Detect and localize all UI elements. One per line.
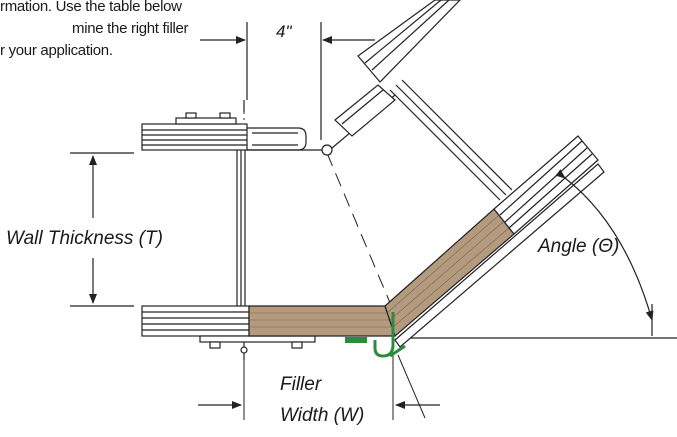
wall-thickness-label: Wall Thickness (T) — [6, 228, 163, 249]
filler-label-line1: Filler — [280, 374, 322, 395]
angled-wall-panel — [334, 0, 605, 348]
filler-angled — [384, 208, 515, 338]
wall-thickness-dimension — [70, 152, 134, 307]
angle-baseline — [410, 169, 677, 339]
filler-horizontal — [248, 305, 396, 337]
gap-label: 4" — [276, 22, 292, 41]
intro-line-1: rmation. Use the table below — [0, 0, 182, 15]
intro-line-2: mine the right filler — [72, 20, 189, 37]
extension-lines — [243, 100, 426, 420]
left-wall-panel — [141, 100, 316, 360]
intro-line-3: r your application. — [0, 42, 113, 59]
filler-piece — [248, 208, 515, 338]
filler-label-line2: Width (W) — [280, 405, 365, 426]
green-bracket — [345, 312, 406, 358]
gap-dimension — [200, 22, 375, 140]
angle-label: Angle (Θ) — [538, 236, 620, 257]
